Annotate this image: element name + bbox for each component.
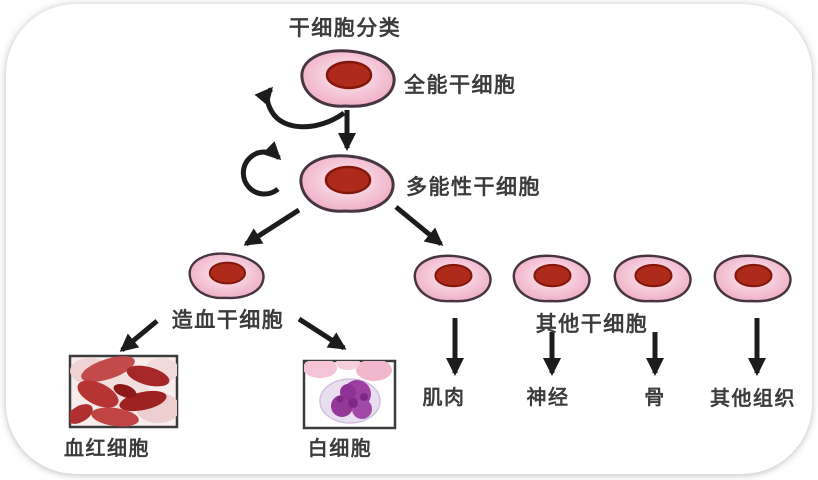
arrow-to-white-blood-cells-icon xyxy=(297,316,347,351)
label-totipotent: 全能干细胞 xyxy=(404,74,517,97)
other-stem-cell-2-icon xyxy=(512,254,591,303)
other-stem-cell-3-icon xyxy=(613,254,692,303)
white-blood-cell-image xyxy=(302,359,397,430)
self-renewal-loop-arrow-icon xyxy=(240,141,282,197)
other-stem-cell-1-icon xyxy=(413,254,492,303)
connector-arrows xyxy=(119,86,766,376)
red-blood-cells-image xyxy=(68,354,179,429)
hematopoietic-stem-cell-icon xyxy=(188,252,265,300)
totipotent-stem-cell-icon xyxy=(300,49,396,108)
label-white-blood-cells: 白细胞 xyxy=(307,438,373,460)
label-nerve: 神经 xyxy=(526,387,570,409)
arrow-to-red-blood-cells-icon xyxy=(119,319,159,352)
label-other-tissue: 其他组织 xyxy=(710,388,796,410)
arrow-to-other-stem-icon xyxy=(394,205,444,246)
label-red-blood-cells: 血红细胞 xyxy=(64,438,150,460)
other-stem-cell-4-icon xyxy=(713,254,792,303)
arrow-to-hematopoietic-icon xyxy=(243,207,301,247)
label-hematopoietic: 造血干细胞 xyxy=(171,309,285,332)
label-bone: 骨 xyxy=(644,387,666,409)
label-other-stem-cells: 其他干细胞 xyxy=(535,313,649,336)
pluripotent-stem-cell-icon xyxy=(299,154,395,213)
label-muscle: 肌肉 xyxy=(422,387,466,409)
self-renewal-arrow-icon xyxy=(254,86,346,130)
diagram-title: 干细胞分类 xyxy=(288,17,402,40)
label-pluripotent: 多能性干细胞 xyxy=(406,176,541,199)
